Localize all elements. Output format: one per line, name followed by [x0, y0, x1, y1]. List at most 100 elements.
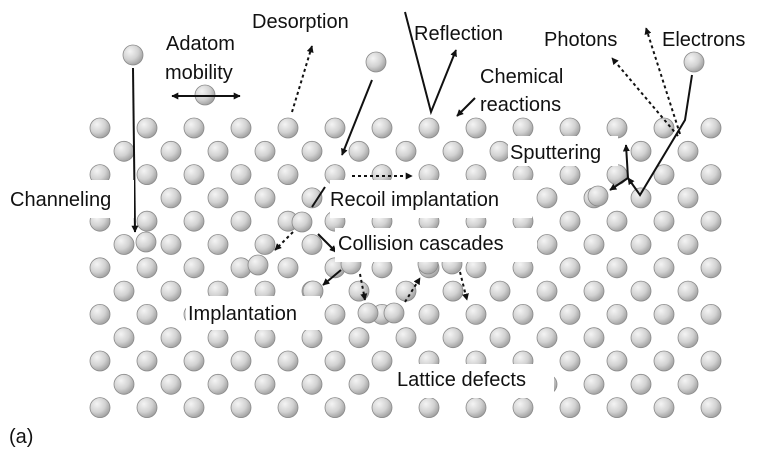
lattice-atom [606, 257, 628, 279]
lattice-atom [442, 327, 464, 349]
lattice-atom [606, 210, 628, 232]
lattice-atom [677, 373, 699, 395]
lattice-atom [677, 140, 699, 162]
lattice-atom [254, 140, 276, 162]
lattice-atom [653, 210, 675, 232]
lattice-atom [301, 373, 323, 395]
lattice-atom [160, 140, 182, 162]
lattice-atom [89, 117, 111, 139]
lattice-atom [536, 234, 558, 255]
lattice-atom [113, 373, 135, 395]
lattice-atom [89, 303, 111, 325]
lattice-atom [418, 397, 440, 419]
lattice-atom [324, 350, 346, 372]
chemical-reactions-label-line1: Chemical [480, 66, 563, 88]
lattice-atom [301, 187, 323, 209]
lattice-atom [89, 257, 111, 279]
lattice-atom [136, 303, 158, 325]
lattice-atom [324, 117, 346, 139]
lattice-atom [277, 350, 299, 372]
lattice-atom [395, 327, 417, 349]
photons-label: Photons [544, 29, 617, 51]
channeling-projectile-atom [122, 44, 144, 66]
lattice-defects-label: Lattice defects [397, 369, 526, 391]
lattice-atom [136, 210, 158, 232]
lattice-atom [465, 303, 487, 325]
lattice-atom [653, 257, 675, 279]
lattice-atom [606, 303, 628, 325]
lattice-atom [465, 117, 487, 139]
lattice-atom [512, 117, 534, 139]
lattice-atom [700, 397, 722, 419]
electrons-label: Electrons [662, 29, 745, 51]
channeling-label: Channeling [10, 189, 111, 211]
recoil-atom [291, 211, 313, 233]
lattice-atom [136, 350, 158, 372]
lattice-atom [559, 350, 581, 372]
sputtering-arrow-2 [609, 177, 629, 191]
panel-label: (a) [9, 426, 33, 448]
lattice-atom [301, 140, 323, 162]
lattice-atom [136, 257, 158, 279]
lattice-atom [160, 280, 182, 302]
lattice-atom [348, 140, 370, 162]
lattice-atom [700, 117, 722, 139]
implantation-arrow [322, 269, 342, 286]
lattice-atom [395, 280, 417, 302]
channeled-atom [135, 231, 157, 253]
incident-atom-arrow [341, 79, 373, 156]
lattice-atom [700, 164, 722, 186]
lattice-atom [254, 327, 276, 349]
recoil-cascade-arrow [274, 231, 294, 251]
lattice-atom [207, 373, 229, 395]
lattice-atom [559, 257, 581, 279]
lattice-atom [183, 210, 205, 232]
lattice-atom [489, 327, 511, 349]
lattice-atom [630, 373, 652, 395]
lattice-atom [653, 303, 675, 325]
lattice-atom [536, 187, 558, 209]
lattice-atom [700, 210, 722, 232]
sputtering-arrow-up [622, 144, 630, 179]
adatom-mobility-label-line2: mobility [165, 62, 233, 84]
lattice-atom [230, 117, 252, 139]
lattice-atom [277, 164, 299, 186]
lattice-atom [277, 397, 299, 419]
lattice-atom [583, 327, 605, 349]
lattice-atom [653, 350, 675, 372]
lattice-atom [113, 140, 135, 162]
lattice-atom [677, 327, 699, 349]
lattice-atom [677, 280, 699, 302]
lattice-atom [301, 327, 323, 349]
lattice-atom [183, 117, 205, 139]
lattice-atom [512, 303, 534, 325]
lattice-atom [489, 280, 511, 302]
collision-cascades-label: Collision cascades [338, 233, 504, 255]
lattice-atom [371, 350, 393, 372]
lattice-atom [277, 117, 299, 139]
lattice-atom [653, 397, 675, 419]
incident-electron-atom [683, 51, 705, 73]
reflection-label: Reflection [414, 23, 503, 45]
lattice-atom [606, 117, 628, 139]
lattice-atom [230, 164, 252, 186]
lattice-atom [371, 117, 393, 139]
lattice-atom [677, 234, 699, 255]
lattice-atom [160, 234, 182, 255]
lattice-atom [89, 350, 111, 372]
lattice-atom [277, 257, 299, 279]
displaced-atom [357, 302, 379, 324]
lattice-atom [254, 373, 276, 395]
lattice-atom [653, 117, 675, 139]
sputtered-atom [587, 185, 609, 207]
lattice-atom [113, 327, 135, 349]
lattice-atom [583, 373, 605, 395]
lattice-atom [512, 397, 534, 419]
channeling-arrow [131, 67, 139, 233]
cascade-arrow-down [359, 273, 368, 301]
lattice-atom [442, 280, 464, 302]
lattice-atom [183, 164, 205, 186]
electron-path-sputter-arrow [627, 74, 693, 197]
lattice-atom [489, 140, 511, 162]
